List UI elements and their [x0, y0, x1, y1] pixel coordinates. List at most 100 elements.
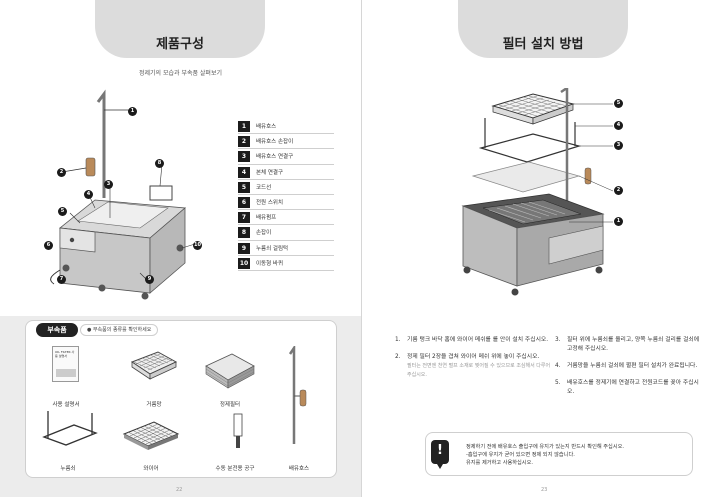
- callout-3: 3: [614, 141, 623, 150]
- part-number: 7: [238, 212, 250, 224]
- page-number: 23: [541, 487, 548, 493]
- step-item: 5. 배유호스를 정제기에 연결하고 전원코드를 꽂아 주십시오.: [555, 379, 705, 397]
- callout-9: 9: [145, 275, 154, 284]
- accessories-note: ● 부속품의 종류를 확인하세요: [80, 324, 159, 336]
- part-label: 손잡이: [256, 230, 272, 237]
- accessory-label-wire-mesh: 와이어: [143, 466, 159, 472]
- part-row: 1 배유호스: [238, 119, 334, 135]
- accessory-label-filter-paper: 정제필터: [219, 402, 241, 408]
- hose-image: [288, 346, 307, 444]
- callout-1: 1: [128, 107, 137, 116]
- part-label: 배유호스 손잡이: [256, 139, 294, 146]
- manual-cover-text: OIL FILTER 사용 설명서: [55, 350, 75, 358]
- hose-pole: [96, 89, 106, 198]
- filter-install-diagram: [461, 88, 614, 296]
- page-number: 22: [176, 487, 183, 493]
- warning-text: 정제하기 전에 배유호스 출입구에 유지가 있는지 반드시 확인해 주십시오. …: [466, 443, 624, 467]
- filter-paper-image: [205, 353, 255, 389]
- steps-right: 3. 필터 위에 누름쇠를 올리고, 양쪽 누름쇠 걸리를 걸쇠에 고정해 주십시…: [555, 336, 705, 405]
- page-title: 제품구성: [156, 37, 204, 52]
- step-number: 1.: [395, 337, 401, 343]
- callout-5: 5: [58, 207, 67, 216]
- warning-icon: !: [431, 440, 449, 469]
- callout-6: 6: [44, 241, 53, 250]
- callout-10: 10: [193, 241, 202, 250]
- part-number: 3: [238, 151, 250, 163]
- left-page: 제품구성 정제기의 모습과 부속품 살펴보기: [0, 0, 362, 497]
- parts-list: 1 배유호스 2 배유호스 손잡이 3 배유호스 연결구 4 본체 연결구 5 코드선 6…: [238, 119, 334, 271]
- warning-line: 정제하기 전에 배유호스 출입구에 유지가 있는지 반드시 확인해 주십시오.: [466, 444, 625, 450]
- callout-4: 4: [614, 121, 623, 130]
- part-label: 이동형 바퀴: [256, 260, 284, 267]
- step-item: 2. 정제 필터 2장을 겹쳐 와이어 메쉬 위에 놓이 주십시오. 필터는 전면엔…: [395, 353, 555, 380]
- part-row: 2 배유호스 손잡이: [238, 134, 334, 150]
- callout-8: 8: [155, 159, 164, 168]
- part-label: 배유호스 연결구: [256, 154, 294, 161]
- step-number: 5.: [555, 380, 561, 386]
- step-item: 1. 기름 탱크 바닥 홈에 와이어 메쉬를 를 안이 설치 주십시오.: [395, 336, 555, 345]
- part-label: 누름쇠 걸림턱: [256, 245, 289, 252]
- accessory-label-press: 누름쇠: [60, 466, 76, 472]
- accessory-label-strainer: 거름망: [146, 402, 162, 408]
- step-note: 필터는 전면엔 천연 펄프 소재로 찢어질 수 있으므로 조심해서 다루어 주십…: [407, 363, 551, 378]
- step-text: 기름 탱크 바닥 홈에 와이어 메쉬를 를 안이 설치 주십시오.: [407, 337, 549, 343]
- callout-2: 2: [57, 168, 66, 177]
- step-number: 2.: [395, 354, 401, 360]
- part-label: 코드선: [256, 184, 272, 191]
- part-label: 배유호스: [256, 124, 277, 130]
- hose-handle: [85, 157, 96, 177]
- page-title: 필터 설치 방법: [502, 37, 584, 52]
- user-manual-image: OIL FILTER 사용 설명서: [52, 346, 79, 382]
- accessory-label-manual: 사용 설명서: [52, 402, 80, 408]
- right-title-tab: 필터 설치 방법: [458, 0, 628, 58]
- accessories-note-text: 부속품의 종류를 확인하세요: [92, 327, 152, 333]
- part-number: 4: [238, 166, 250, 178]
- callout-2: 2: [614, 186, 623, 195]
- callout-3: 3: [104, 180, 113, 189]
- part-number: 2: [238, 136, 250, 148]
- part-number: 5: [238, 181, 250, 193]
- callout-7: 7: [57, 275, 66, 284]
- part-number: 1: [238, 121, 250, 132]
- part-row: 5 코드선: [238, 180, 334, 195]
- part-label: 전원 스위치: [256, 199, 284, 206]
- warning-line: 유지를 제거하고 사용하십시오.: [466, 460, 533, 466]
- step-text: 정제 필터 2장을 겹쳐 와이어 메쉬 위에 놓이 주십시오.: [407, 354, 540, 360]
- part-row: 6 전원 스위치: [238, 195, 334, 211]
- callout-5: 5: [614, 99, 623, 108]
- callout-1: 1: [614, 217, 623, 226]
- warning-box: ! 정제하기 전에 배유호스 출입구에 유지가 있는지 반드시 확인해 주십시오…: [425, 432, 693, 476]
- step-number: 3.: [555, 337, 561, 343]
- part-number: 6: [238, 196, 250, 208]
- accessories-tag: 부속품: [36, 323, 78, 337]
- part-row: 8 손잡이: [238, 225, 334, 241]
- part-row: 7 배유펌프: [238, 210, 334, 226]
- wire-mesh-image: [122, 421, 180, 450]
- warning-line: -흡입구에 유지가 굳어 있으면 정제 되지 않습니다.: [466, 452, 575, 458]
- part-number: 10: [238, 257, 250, 269]
- press-plate-image: [42, 411, 98, 446]
- part-row: 4 본체 연결구: [238, 165, 334, 180]
- part-row: 3 배유호스 연결구: [238, 149, 334, 165]
- step-text: 필터 위에 누름쇠를 올리고, 양쪽 누름쇠 걸리를 걸쇠에 고정해 주십시오.: [567, 337, 700, 352]
- part-row: 10 이동형 바퀴: [238, 256, 334, 271]
- part-label: 배유펌프: [256, 215, 277, 222]
- accessory-label-hose: 배유호스: [288, 466, 310, 472]
- step-text: 배유호스를 정제기에 연결하고 전원코드를 꽂아 주십시오.: [567, 380, 699, 395]
- strainer-basket-image: [130, 351, 178, 380]
- callout-4: 4: [84, 190, 93, 199]
- part-number: 8: [238, 227, 250, 239]
- step-text: 거름망을 누름쇠 걸쇠에 펼편 필터 설치가 완료됩니다.: [567, 363, 698, 369]
- part-label: 본체 연결구: [256, 169, 284, 176]
- steps-left: 1. 기름 탱크 바닥 홈에 와이어 메쉬를 를 안이 설치 주십시오. 2. 정제…: [395, 336, 555, 388]
- manual-tool-image: [233, 413, 243, 448]
- step-item: 4. 거름망을 누름쇠 걸쇠에 펼편 필터 설치가 완료됩니다.: [555, 362, 705, 371]
- step-number: 4.: [555, 363, 561, 369]
- left-title-tab: 제품구성: [95, 0, 265, 58]
- accessory-label-manual-tool: 수동 분전용 공구: [215, 466, 255, 472]
- step-item: 3. 필터 위에 누름쇠를 올리고, 양쪽 누름쇠 걸리를 걸쇠에 고정해 주십시…: [555, 336, 705, 354]
- page-subtitle: 정제기의 모습과 부속품 살펴보기: [138, 70, 222, 77]
- fryer-filter-diagram: [50, 89, 196, 300]
